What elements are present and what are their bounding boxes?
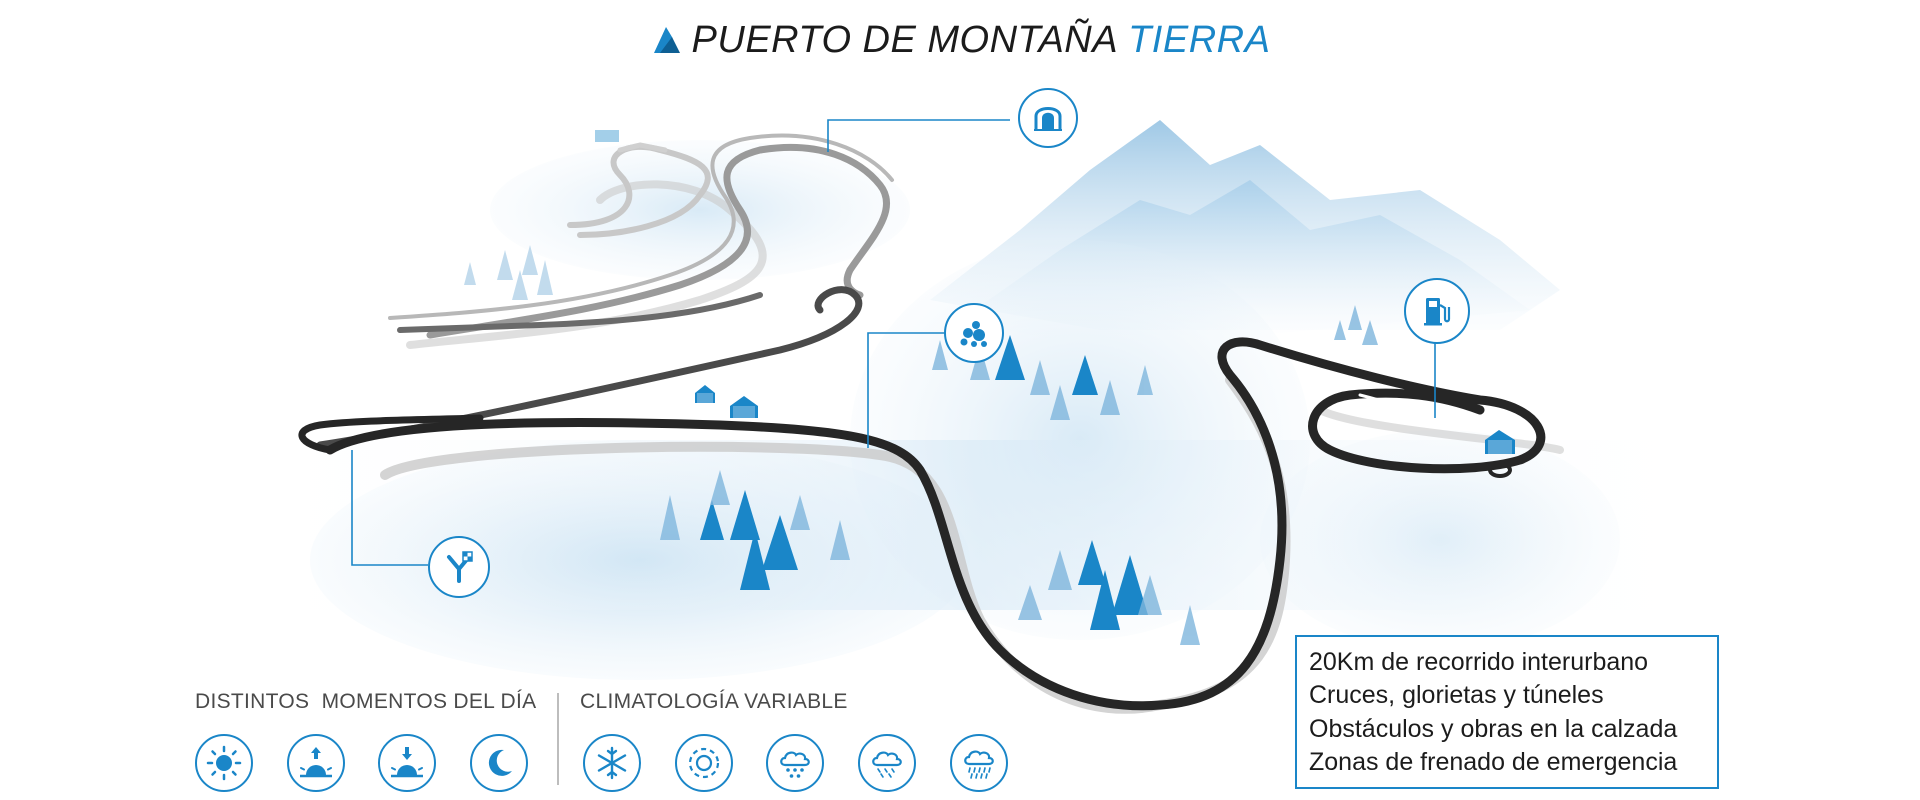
sleet-cloud-button[interactable] xyxy=(858,734,916,792)
snowflake-button[interactable] xyxy=(583,734,641,792)
sun-button[interactable] xyxy=(195,734,253,792)
legend-divider xyxy=(557,693,559,785)
road-main xyxy=(298,286,1546,711)
fuel-station-marker[interactable] xyxy=(1404,278,1470,344)
title-main: PUERTO DE MONTAÑA xyxy=(691,18,1119,61)
moon-button[interactable] xyxy=(470,734,528,792)
title-accent: TIERRA xyxy=(1128,18,1271,61)
snow-cloud-icon xyxy=(780,751,810,778)
feature-line: Obstáculos y obras en la calzada xyxy=(1309,714,1678,743)
snowflake-icon xyxy=(597,746,627,780)
fog-button[interactable] xyxy=(675,734,733,792)
moon-icon xyxy=(488,749,512,776)
feature-line: Cruces, glorietas y túneles xyxy=(1309,681,1604,710)
rockfall-icon xyxy=(960,321,987,347)
snow-hills xyxy=(230,140,1730,680)
mountain-logo-icon xyxy=(650,23,682,57)
features-box: 20Km de recorrido interurbano Cruces, gl… xyxy=(1295,635,1719,789)
sleet-cloud-icon xyxy=(872,751,902,778)
sun-icon xyxy=(206,745,242,781)
day-moments-label: DISTINTOS MOMENTOS DEL DÍA xyxy=(195,690,537,713)
sunset-button[interactable] xyxy=(378,734,436,792)
junction-marker[interactable] xyxy=(428,536,490,598)
fuel-pump-icon xyxy=(1424,298,1451,326)
sunset-icon xyxy=(391,747,423,778)
fog-icon xyxy=(688,747,720,779)
trees xyxy=(464,245,1378,645)
sunrise-icon xyxy=(300,747,332,778)
houses xyxy=(595,130,1515,454)
road-fork-icon xyxy=(447,551,473,583)
tunnel-icon xyxy=(1034,107,1062,131)
snow-cloud-button[interactable] xyxy=(766,734,824,792)
tunnel-marker[interactable] xyxy=(1018,88,1078,148)
weather-label: CLIMATOLOGÍA VARIABLE xyxy=(580,690,848,713)
feature-line: Zonas de frenado de emergencia xyxy=(1309,748,1678,777)
sunrise-button[interactable] xyxy=(287,734,345,792)
leader-lines xyxy=(351,119,1436,566)
page-title: PUERTO DE MONTAÑA TIERRA xyxy=(0,10,1920,70)
rain-cloud-icon xyxy=(964,750,994,779)
road-far xyxy=(388,133,894,339)
rockfall-marker[interactable] xyxy=(944,303,1004,363)
rain-cloud-button[interactable] xyxy=(950,734,1008,792)
feature-line: 20Km de recorrido interurbano xyxy=(1309,647,1649,676)
